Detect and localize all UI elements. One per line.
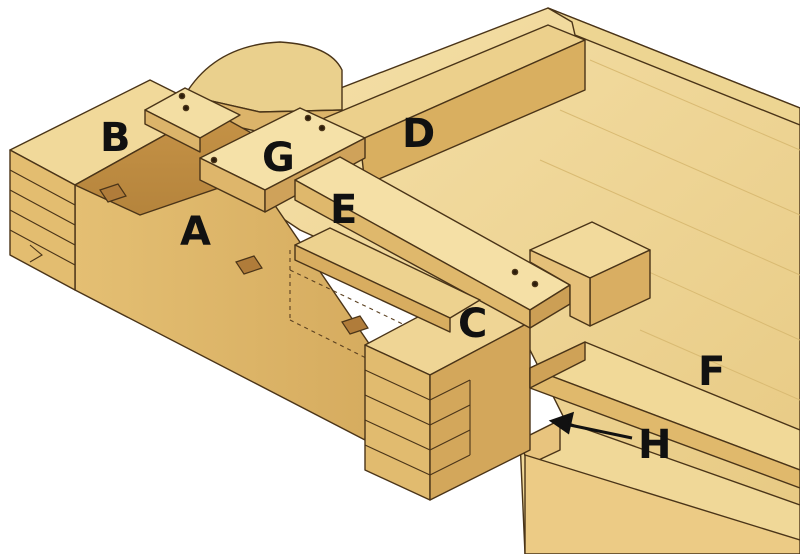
dog-holes (99, 183, 369, 335)
end-jaw-joints (364, 369, 471, 476)
screw-6 (511, 268, 519, 276)
bench-grain (539, 59, 800, 401)
label-a: A (180, 209, 211, 255)
label-e: E (330, 187, 358, 233)
label-h: H (638, 422, 672, 468)
label-d: D (402, 111, 436, 157)
cross-block-left (529, 249, 591, 327)
screw-5 (210, 156, 218, 164)
screw-3 (304, 114, 312, 122)
label-f: F (698, 349, 726, 395)
end-jaw-c (364, 291, 531, 501)
arrow-shaft (564, 422, 633, 440)
dog-hole-2 (235, 255, 263, 275)
guide-block-b (144, 87, 241, 153)
dog-hole-1 (99, 183, 127, 203)
screw-2 (182, 104, 190, 112)
guide-b-front (144, 109, 201, 153)
arrow-head (548, 411, 575, 435)
runner (294, 227, 481, 333)
pointer-arrow (548, 411, 633, 440)
rear-post-top (183, 41, 343, 113)
label-g: G (262, 135, 295, 181)
screw-1 (178, 92, 186, 100)
rail-f (529, 341, 800, 489)
screw-4 (318, 124, 326, 132)
left-dovetails (9, 169, 76, 266)
label-c: C (458, 301, 488, 347)
cross-block (529, 221, 651, 327)
end-jaw-side (429, 321, 531, 501)
slide-bar-e (294, 156, 571, 329)
rail-f-end (529, 341, 586, 389)
dog-hole-3 (341, 315, 369, 335)
runner-front (294, 244, 451, 333)
bench-back-rail (547, 7, 800, 126)
vise-body-end (9, 149, 76, 291)
bench-slab-body (524, 454, 800, 554)
label-b: B (100, 115, 131, 161)
screw-7 (531, 280, 539, 288)
bench-end-slab (519, 419, 800, 554)
